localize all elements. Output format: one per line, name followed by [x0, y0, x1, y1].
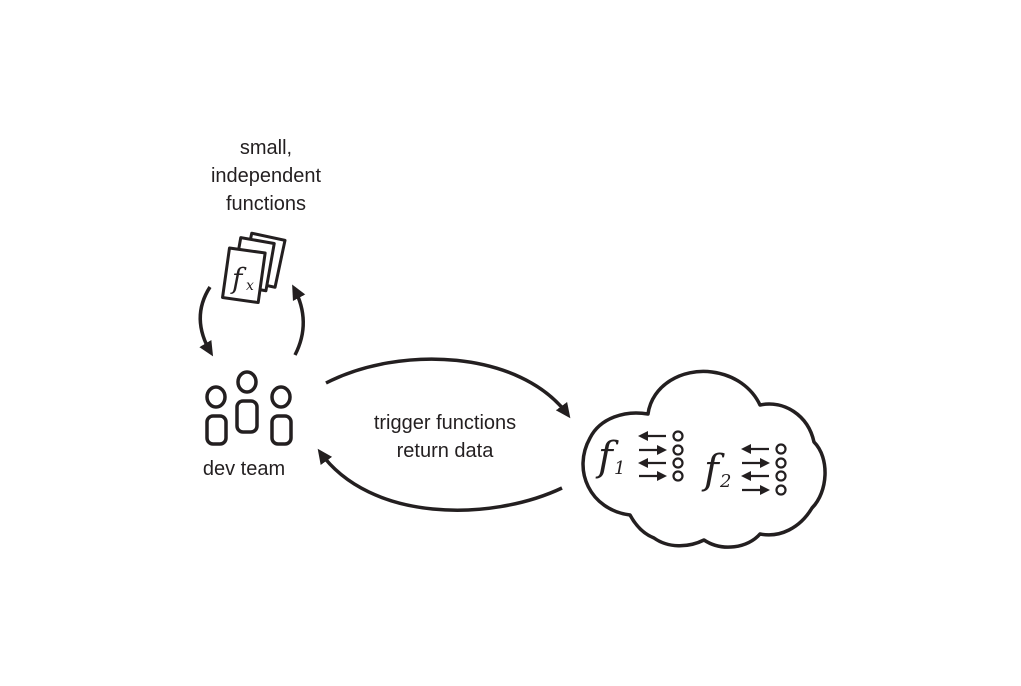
- exchange-caption: trigger functions return data: [345, 409, 545, 465]
- cloud-function-2-io: [741, 443, 787, 496]
- team-member-left-head: [205, 385, 227, 409]
- team-member-center-body: [235, 399, 259, 434]
- cloud-function-1-subscript: 1: [614, 458, 625, 479]
- functions-caption-line-3: functions: [225, 193, 307, 215]
- cloud-function-2-node-2: [775, 457, 787, 469]
- functions-caption-line-2: independent: [210, 165, 322, 187]
- exchange-caption-line-1: trigger functions: [373, 412, 517, 434]
- arrow-return-data: [317, 448, 563, 512]
- arrow-to-functions: [292, 284, 306, 356]
- functions-caption-line-1: small,: [239, 137, 293, 159]
- team-member-right-body: [270, 414, 293, 446]
- team-member-right-head: [270, 385, 292, 409]
- cloud-function-1-node-1: [672, 430, 684, 442]
- arrow-trigger-functions: [325, 357, 571, 419]
- cloud-function-1-node-2: [672, 444, 684, 456]
- exchange-caption-line-2: return data: [396, 440, 494, 462]
- team-icon: [205, 370, 293, 446]
- arrow-to-team: [198, 286, 214, 357]
- cloud-function-1-node-3: [672, 457, 684, 469]
- team-member-left-body: [205, 414, 228, 446]
- cloud-function-2-node-3: [775, 470, 787, 482]
- team-member-center-head: [236, 370, 258, 394]
- cloud-function-1-node-4: [672, 470, 684, 482]
- function-page-subscript: x: [246, 278, 254, 294]
- cloud-function-2-node-4: [775, 484, 787, 496]
- function-documents-icon: f x: [221, 231, 287, 305]
- dev-team-label: dev team: [202, 458, 286, 480]
- cloud-function-2-subscript: 2: [719, 471, 731, 492]
- cloud-function-2-node-1: [775, 443, 787, 455]
- cloud-function-1-io: [638, 430, 684, 482]
- functions-caption: small, independent functions: [180, 134, 352, 218]
- function-page-front: [221, 246, 267, 305]
- cloud-icon: [581, 369, 827, 549]
